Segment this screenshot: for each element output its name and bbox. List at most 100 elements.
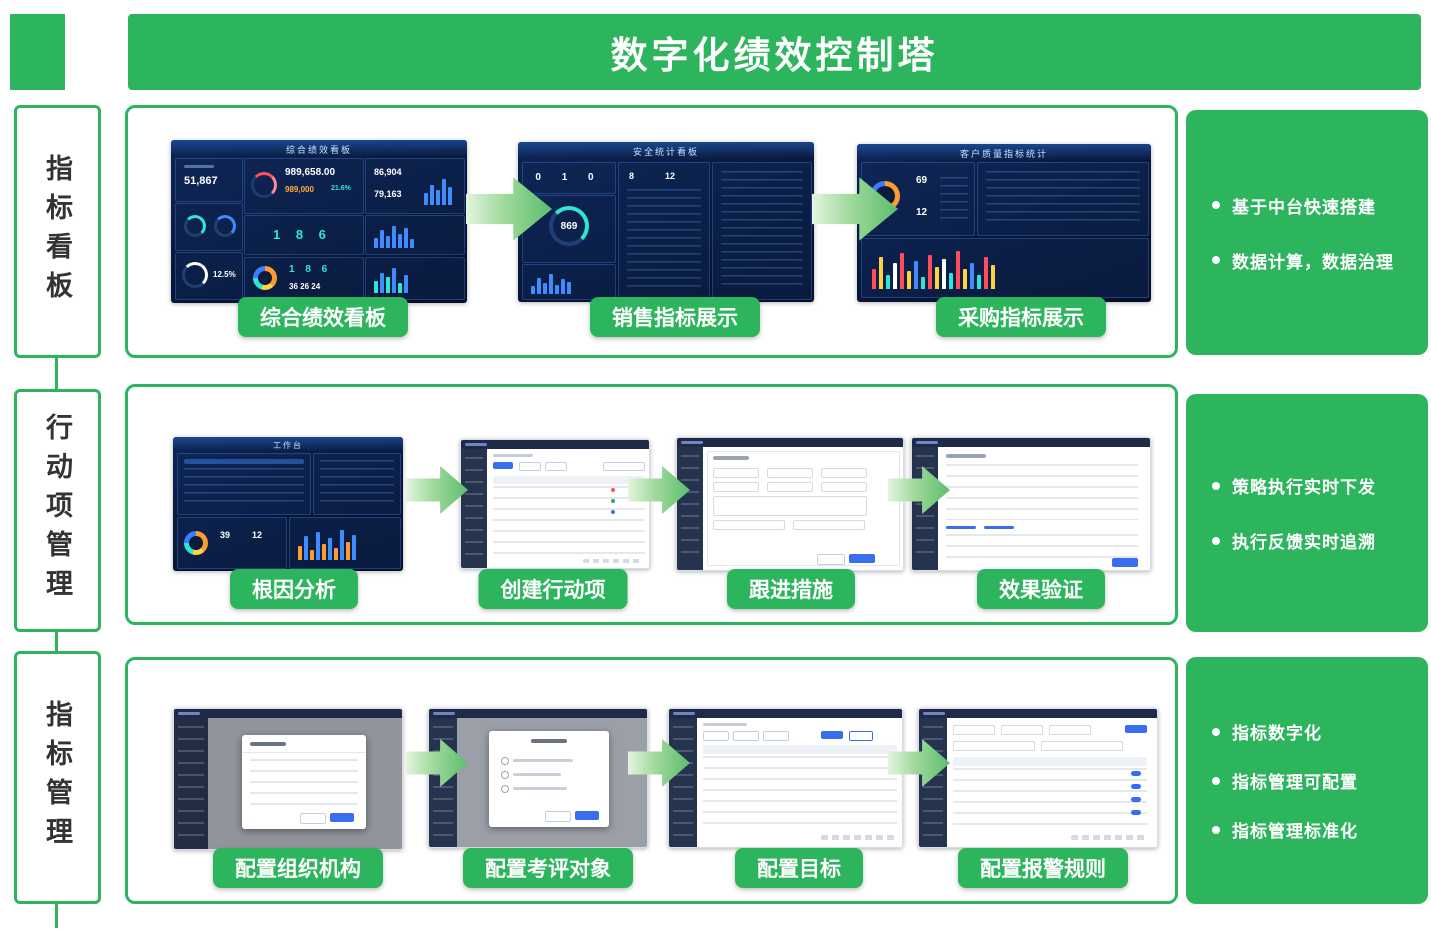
mini-confirm-button xyxy=(330,813,354,822)
mini-input xyxy=(763,731,789,741)
mini-link xyxy=(984,526,1014,529)
mini-panel xyxy=(177,453,311,515)
mini-stat: 21.6% xyxy=(331,185,351,192)
mini-input xyxy=(953,725,995,735)
mini-cancel-button xyxy=(817,554,845,565)
mini-stat: 12 xyxy=(665,171,676,181)
mini-table xyxy=(184,468,304,508)
mini-table-header xyxy=(184,459,304,464)
page-title: 数字化绩效控制塔 xyxy=(128,14,1421,90)
row-dashboard: 综合绩效看板 51,867 12.5% 989,658.00 989,000 2… xyxy=(125,105,1178,358)
screen-label-evaluation-target: 配置考评对象 xyxy=(463,848,633,888)
feature-box-action-items: 策略执行实时下发 执行反馈实时追溯 xyxy=(1186,394,1428,632)
mini-table-header xyxy=(703,745,897,754)
thumb-title: 综合绩效看板 xyxy=(285,145,352,155)
thumb-sidebar xyxy=(669,718,697,847)
mini-section-title xyxy=(946,454,986,458)
mini-panel xyxy=(977,162,1149,236)
mini-link xyxy=(946,526,976,529)
connector-line xyxy=(55,358,58,389)
mini-input xyxy=(703,731,729,741)
toggle-icon xyxy=(1131,797,1141,802)
mini-panel: 0 1 0 xyxy=(522,162,616,194)
mini-donut xyxy=(251,172,277,198)
screen-label-root-cause: 根因分析 xyxy=(230,569,358,609)
mini-table xyxy=(627,189,701,291)
mini-bar-chart xyxy=(374,222,414,248)
mini-legend xyxy=(940,177,968,221)
thumb-sidebar xyxy=(461,449,487,568)
mini-text-lines xyxy=(946,464,1138,520)
mini-panel xyxy=(861,238,1149,298)
feature-text: 指标数字化 xyxy=(1232,724,1322,743)
mini-panel xyxy=(522,264,616,300)
mini-input xyxy=(713,468,759,478)
bullet-dot-icon xyxy=(1212,536,1220,545)
section-label-text: 指标管理 xyxy=(42,699,72,856)
radio-label xyxy=(513,787,567,790)
screenshot-alarm-rules xyxy=(918,708,1158,848)
screen-label-alarm-rules: 配置报警规则 xyxy=(958,848,1128,888)
mini-input xyxy=(793,520,865,530)
mini-stat: 12.5% xyxy=(213,270,236,279)
feature-text: 基于中台快速搭建 xyxy=(1232,197,1376,217)
mini-table xyxy=(721,171,803,291)
mini-submit-button xyxy=(849,554,875,563)
thumb-title: 安全统计看板 xyxy=(632,147,699,157)
mini-breadcrumb xyxy=(703,723,747,726)
mini-stat: 12 xyxy=(916,207,928,218)
thumb-logo xyxy=(465,443,487,446)
thumb-sidebar xyxy=(174,718,208,849)
feature-item: 指标管理可配置 xyxy=(1212,768,1428,793)
thumb-topbar xyxy=(677,438,903,447)
row-action-items: 工作台 39 12 xyxy=(125,384,1178,625)
thumb-logo xyxy=(923,712,945,715)
mini-table xyxy=(320,460,394,508)
mini-donut xyxy=(184,531,208,555)
thumb-topbar xyxy=(174,709,402,718)
mini-bar-chart xyxy=(374,264,408,293)
mini-donut xyxy=(253,266,277,290)
mini-table xyxy=(493,486,645,554)
mini-stat: 39 xyxy=(220,530,231,540)
radio-label xyxy=(513,759,573,762)
screen-label-procurement-indicators: 采购指标展示 xyxy=(936,297,1106,337)
mini-bar-chart xyxy=(424,171,452,205)
toggle-icon xyxy=(1131,784,1141,789)
mini-breadcrumb xyxy=(493,454,533,457)
mini-input xyxy=(545,462,567,471)
screenshot-org-structure xyxy=(173,708,403,850)
mini-button xyxy=(493,462,513,469)
screenshot-sales-dashboard: 安全统计看板 0 1 0 869 8 12 xyxy=(518,142,814,302)
feature-text: 数据计算，数据治理 xyxy=(1232,252,1394,272)
mini-panel: 39 12 xyxy=(177,517,287,569)
mini-add-button xyxy=(1125,725,1147,733)
thumb-sidebar-items xyxy=(465,457,483,560)
arrow-right-icon xyxy=(406,466,468,514)
thumb-topbar xyxy=(912,438,1150,447)
mini-stat: 51,867 xyxy=(184,175,218,187)
thumb-titlebar xyxy=(518,142,814,158)
modal-divider xyxy=(242,752,366,753)
thumb-sidebar-items xyxy=(681,455,699,562)
thumb-title: 工作台 xyxy=(273,441,303,450)
mini-input xyxy=(767,482,813,492)
mini-confirm-button xyxy=(1112,558,1138,567)
screenshot-evaluation-target xyxy=(428,708,648,848)
mini-input xyxy=(519,462,541,471)
feature-text: 指标管理可配置 xyxy=(1232,773,1358,792)
screenshot-performance-dashboard: 综合绩效看板 51,867 12.5% 989,658.00 989,000 2… xyxy=(171,140,467,303)
mini-panel: 86,904 79,163 xyxy=(365,158,465,214)
thumb-topbar xyxy=(669,709,902,718)
mini-textarea xyxy=(713,496,867,516)
mini-table xyxy=(953,768,1147,826)
thumb-title: 客户质量指标统计 xyxy=(959,149,1048,159)
thumb-titlebar xyxy=(173,437,403,451)
radio-icon xyxy=(501,757,509,765)
mini-table-header xyxy=(493,476,645,484)
mini-input xyxy=(713,520,785,530)
mini-cancel-button xyxy=(545,811,571,822)
feature-text: 指标管理标准化 xyxy=(1232,822,1358,841)
feature-item: 指标管理标准化 xyxy=(1212,817,1428,842)
feature-text: 策略执行实时下发 xyxy=(1232,478,1376,497)
